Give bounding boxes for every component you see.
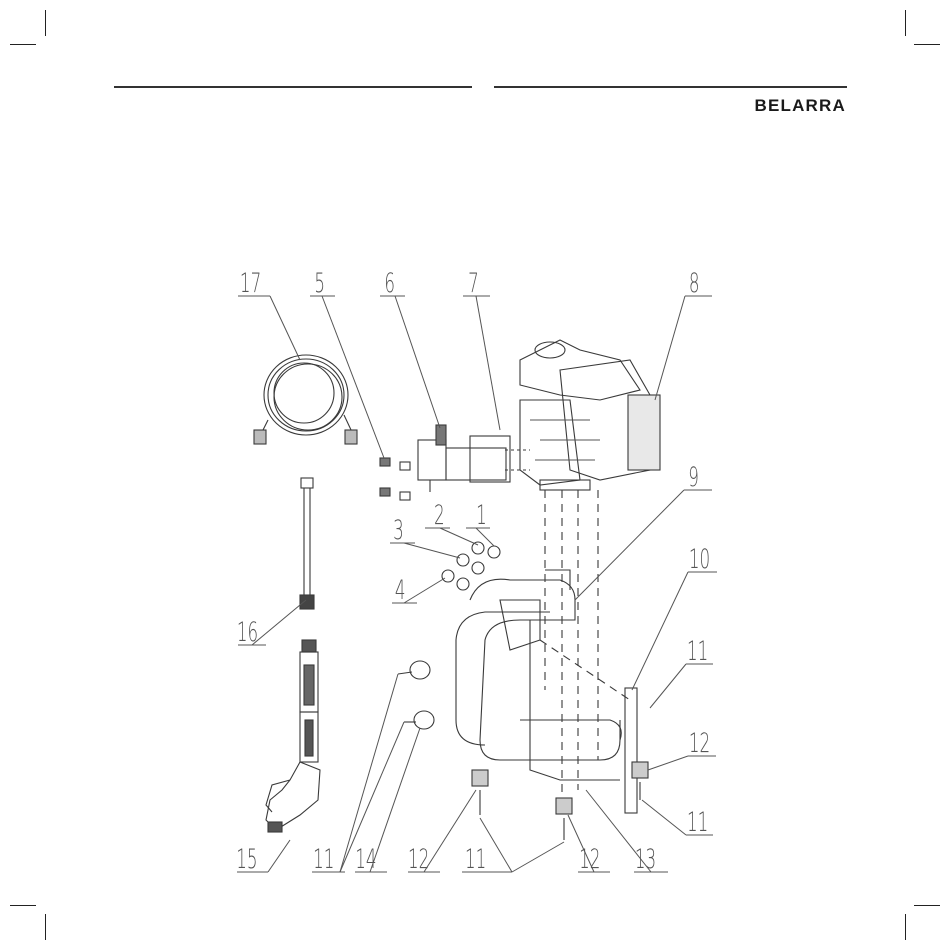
callout-2: 2 xyxy=(434,500,445,531)
callout-9: 9 xyxy=(688,462,699,493)
bracket-drawing xyxy=(625,688,637,813)
callout-1: 1 xyxy=(476,500,487,531)
callout-11-right-bottom: 11 xyxy=(687,807,708,838)
callout-8: 8 xyxy=(689,268,700,299)
callout-4: 4 xyxy=(395,575,406,606)
feet-drawing xyxy=(472,762,648,840)
callout-10: 10 xyxy=(689,544,710,575)
callout-17: 17 xyxy=(240,268,261,299)
frame-drawing xyxy=(456,570,621,780)
lance-drawing xyxy=(300,478,314,609)
callout-13: 13 xyxy=(635,844,656,875)
callout-6: 6 xyxy=(384,268,395,299)
nuts-drawing xyxy=(398,542,500,729)
callout-11-right-top: 11 xyxy=(687,636,708,667)
pump-drawing xyxy=(380,425,530,500)
callout-15: 15 xyxy=(236,844,257,875)
callout-12-bottom-left: 12 xyxy=(408,844,429,875)
spray-gun-drawing xyxy=(266,640,320,832)
engine-drawing xyxy=(520,340,660,490)
callout-7: 7 xyxy=(468,268,479,299)
callout-5: 5 xyxy=(314,268,325,299)
callout-11-bottom-mid: 11 xyxy=(465,844,486,875)
callout-12-bottom-mid: 12 xyxy=(579,844,600,875)
callout-11-bottom-left: 11 xyxy=(313,844,334,875)
hose-coil-drawing xyxy=(254,355,357,444)
callout-12-right: 12 xyxy=(689,728,710,759)
callout-3: 3 xyxy=(393,515,404,546)
callout-14: 14 xyxy=(355,844,376,875)
callout-16: 16 xyxy=(237,617,258,648)
